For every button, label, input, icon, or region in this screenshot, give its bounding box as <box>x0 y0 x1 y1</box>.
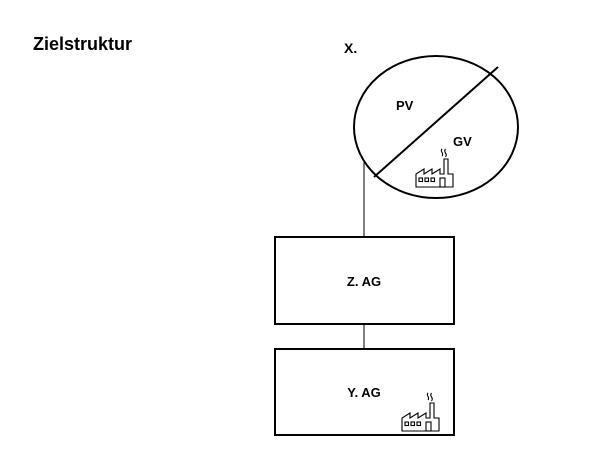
entity-box-z-ag: Z. AG <box>274 236 455 325</box>
entity-label-y-ag: Y. AG <box>347 385 380 400</box>
owner-label: X. <box>344 40 358 56</box>
private-assets-label: PV <box>396 98 414 113</box>
factory-icon <box>415 148 454 188</box>
factory-icon <box>401 392 440 432</box>
page-title: Zielstruktur <box>33 34 133 54</box>
entity-label-z-ag: Z. AG <box>347 274 381 289</box>
entity-box-y-ag: Y. AG <box>274 348 455 436</box>
owner-circle: PV GV <box>353 55 519 199</box>
business-assets-label: GV <box>453 134 472 149</box>
circle-divider <box>373 66 499 178</box>
